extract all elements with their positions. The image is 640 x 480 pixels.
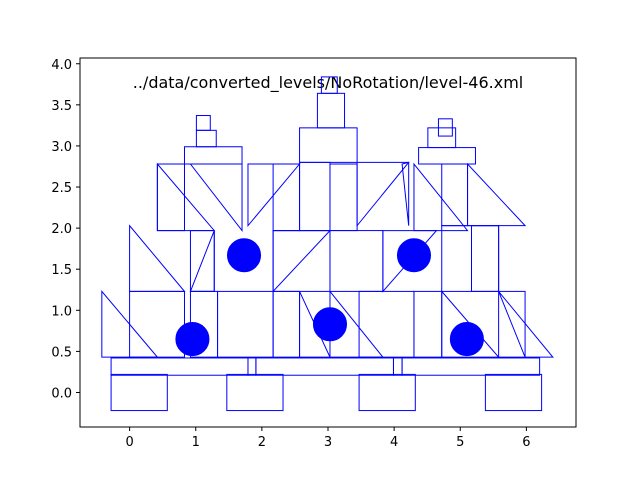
plot-area <box>101 76 554 412</box>
x-tick-label: 2 <box>258 435 266 450</box>
x-tick-label: 6 <box>522 435 530 450</box>
x-tick-label: 4 <box>390 435 398 450</box>
block-triangle <box>498 291 554 358</box>
block-rect <box>484 373 543 412</box>
block-rect <box>226 373 284 412</box>
block-triangle <box>156 162 216 232</box>
x-tick-label: 0 <box>125 435 133 450</box>
block-rect <box>498 290 526 358</box>
block-rect <box>418 147 476 165</box>
block-rect <box>441 225 500 292</box>
block-rect <box>437 118 453 137</box>
block-rect <box>299 127 358 163</box>
y-tick-label: 2.0 <box>51 222 72 237</box>
block-rect <box>358 290 415 358</box>
block-triangle <box>189 163 243 233</box>
block-rect <box>195 115 211 131</box>
block-triangle <box>413 162 469 232</box>
y-tick-label: 2.5 <box>51 181 72 196</box>
chart-title: ../data/converted_levels/NoRotation/leve… <box>133 73 523 93</box>
block-rect <box>413 290 443 358</box>
block-triangle <box>247 163 301 228</box>
y-axis: 0.0 0.5 1.0 1.5 2.0 2.5 3.0 3.5 4.0 <box>51 58 80 401</box>
block-rect <box>358 373 416 412</box>
block-rect <box>110 357 249 376</box>
block-rect <box>110 373 168 412</box>
block-triangle <box>467 162 527 227</box>
block-triangle <box>101 290 159 358</box>
y-tick-label: 1.0 <box>51 304 72 319</box>
block-rect <box>272 163 301 232</box>
block-triangle <box>189 230 215 292</box>
block-triangle <box>401 161 410 226</box>
block-rect <box>320 76 338 94</box>
block-rect <box>329 230 384 292</box>
block-rect <box>247 357 257 376</box>
y-tick-label: 3.0 <box>51 140 72 155</box>
block-rect <box>441 163 469 227</box>
x-axis: 0 1 2 3 4 5 6 <box>125 427 531 450</box>
axes-frame <box>79 57 577 428</box>
block-rect <box>217 290 274 358</box>
x-tick-label: 3 <box>324 435 332 450</box>
block-rect <box>255 357 394 376</box>
block-rect <box>195 129 217 148</box>
ball-marker <box>449 322 484 357</box>
block-rect <box>401 357 541 376</box>
block-rect <box>316 92 346 129</box>
block-rect <box>427 127 457 149</box>
block-triangle <box>272 230 332 293</box>
x-tick-label: 1 <box>192 435 200 450</box>
y-tick-label: 1.5 <box>51 263 72 278</box>
block-rect <box>272 290 301 358</box>
ball-marker <box>396 238 432 273</box>
y-tick-label: 0.0 <box>51 386 72 401</box>
ball-marker <box>226 238 262 273</box>
block-triangle <box>129 224 186 292</box>
block-rect <box>183 146 243 165</box>
x-tick-label: 5 <box>456 435 464 450</box>
block-rect <box>299 161 331 232</box>
block-rect <box>392 357 403 376</box>
ball-marker <box>175 322 210 357</box>
y-tick-label: 0.5 <box>51 345 72 360</box>
block-rect <box>129 290 185 358</box>
ball-marker <box>312 307 348 342</box>
y-tick-label: 4.0 <box>51 58 72 73</box>
block-triangle <box>356 161 410 228</box>
block-rect <box>329 163 358 232</box>
block-rect <box>471 225 500 292</box>
y-tick-label: 3.5 <box>51 99 72 114</box>
block-rect <box>156 163 185 232</box>
